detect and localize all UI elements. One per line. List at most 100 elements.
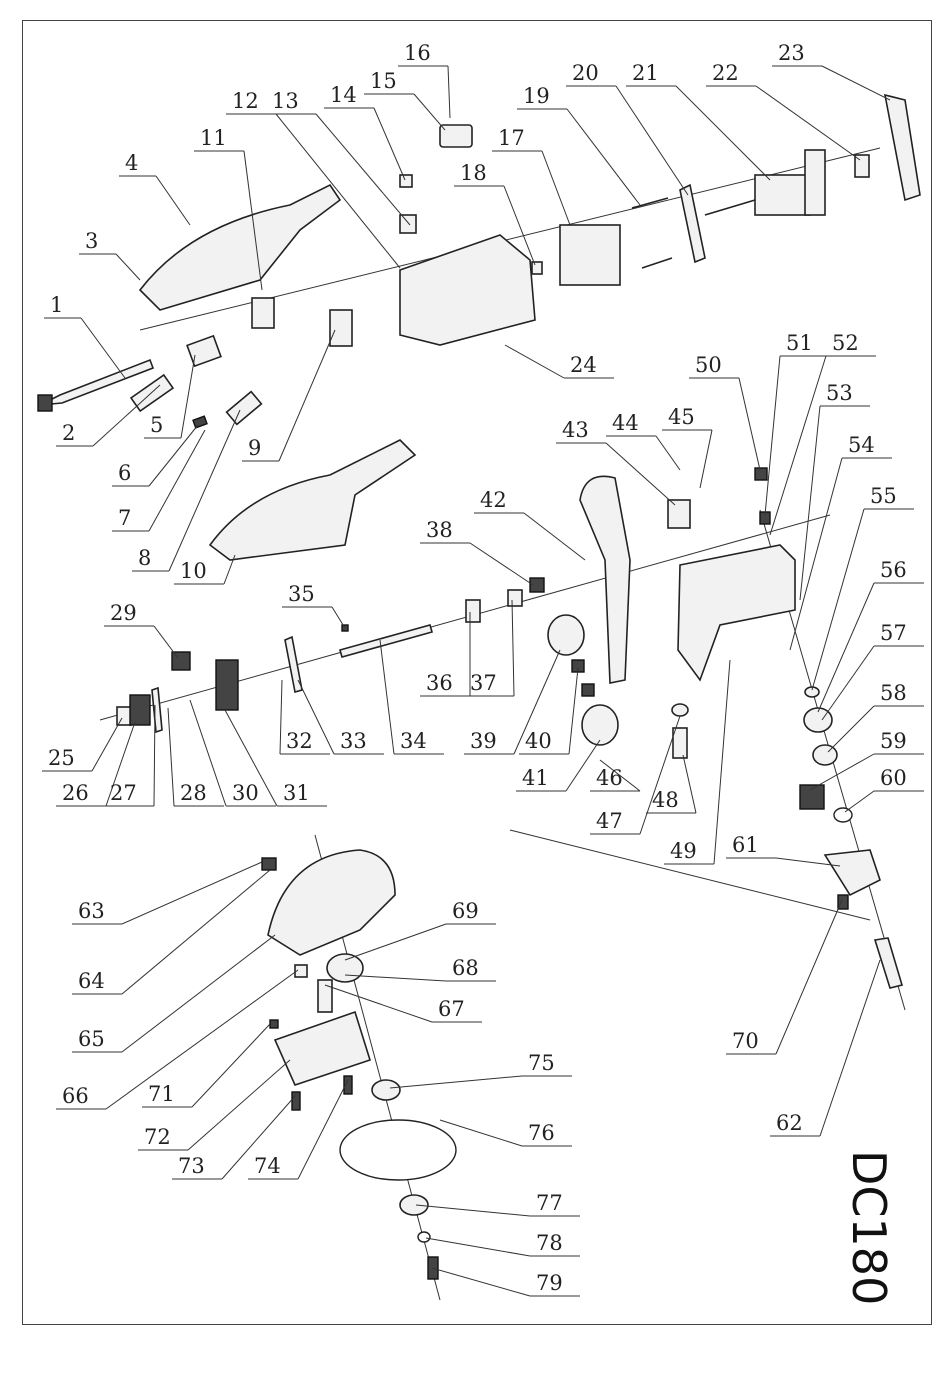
part-number-label: 7 <box>118 506 131 530</box>
leader-line <box>122 935 275 1052</box>
part-number-label: 46 <box>596 766 623 790</box>
part-number-label: 48 <box>652 788 679 812</box>
insulator-18 <box>532 262 542 274</box>
leader-line <box>279 330 335 461</box>
part-number-label: 12 <box>232 89 259 113</box>
leader-line <box>756 86 860 160</box>
lever-67 <box>318 980 332 1012</box>
part-number-label: 21 <box>632 61 659 85</box>
part-number-label: 77 <box>536 1191 563 1215</box>
leader-line <box>567 109 640 205</box>
leader-line <box>380 640 394 754</box>
part-number-label: 22 <box>712 61 739 85</box>
flange-77 <box>400 1195 428 1215</box>
flange-69 <box>327 954 363 982</box>
nut-29 <box>172 652 190 670</box>
handle-half-right <box>210 440 415 560</box>
leader-line <box>800 406 820 600</box>
leader-line <box>505 345 564 378</box>
part-number-label: 18 <box>460 161 487 185</box>
switch <box>227 392 262 425</box>
part-number-label: 32 <box>286 729 313 753</box>
part-number-label: 70 <box>732 1029 759 1053</box>
part-number-label: 1 <box>50 293 63 317</box>
washer-47 <box>672 704 688 716</box>
bearing-58 <box>813 745 837 765</box>
leader-line <box>92 718 122 771</box>
part-number-label: 69 <box>452 899 479 923</box>
leader-line <box>676 86 770 180</box>
leader-line <box>81 318 125 378</box>
leader-line <box>524 513 585 560</box>
screw-small-7 <box>193 416 207 428</box>
washer-78 <box>418 1232 430 1242</box>
part-number-label: 61 <box>732 833 759 857</box>
leader-line <box>149 430 205 531</box>
leader-line <box>683 755 696 813</box>
part-number-label: 30 <box>232 781 259 805</box>
leader-line <box>156 176 190 225</box>
leader-line <box>298 1080 348 1179</box>
part-number-label: 76 <box>528 1121 555 1145</box>
leader-line <box>812 509 864 690</box>
part-number-label: 4 <box>125 151 138 175</box>
part-number-label: 38 <box>426 518 453 542</box>
part-number-label: 49 <box>670 839 697 863</box>
end-cover <box>885 95 920 200</box>
screw-63 <box>262 858 276 870</box>
flange-75 <box>372 1080 400 1100</box>
leader-line <box>470 543 533 585</box>
baffle <box>680 185 705 262</box>
part-number-label: 36 <box>426 671 453 695</box>
leader-line <box>845 791 874 812</box>
leader-line <box>828 706 874 752</box>
base-plate <box>275 1012 370 1085</box>
leader-line <box>616 86 688 195</box>
part-number-label: 64 <box>78 969 105 993</box>
nameplate <box>440 125 472 147</box>
nut-71 <box>270 1020 278 1028</box>
leader-line <box>739 378 760 470</box>
circlip-60 <box>834 808 852 822</box>
leader-line <box>181 355 195 438</box>
part-number-label: 73 <box>178 1154 205 1178</box>
leader-line <box>280 680 282 754</box>
part-number-label: 57 <box>880 621 907 645</box>
model-label: DC180 <box>842 1150 896 1305</box>
part-number-label: 15 <box>370 69 397 93</box>
screws-19 <box>632 198 672 268</box>
part-number-label: 75 <box>528 1051 555 1075</box>
bolt-73 <box>292 1092 300 1110</box>
part-number-label: 40 <box>525 729 552 753</box>
part-number-label: 6 <box>118 461 131 485</box>
part-number-label: 24 <box>570 353 597 377</box>
part-number-label: 41 <box>522 766 549 790</box>
part-number-label: 62 <box>776 1111 803 1135</box>
part-number-label: 63 <box>78 899 105 923</box>
leader-line <box>345 975 446 981</box>
part-number-label: 78 <box>536 1231 563 1255</box>
blade-guard <box>268 850 395 955</box>
part-number-label: 54 <box>848 433 875 457</box>
gearbox-housing <box>678 545 795 680</box>
gear-housing-61 <box>825 850 880 895</box>
leader-line <box>656 436 680 470</box>
part-number-label: 66 <box>62 1084 89 1108</box>
motor-housing <box>400 235 535 345</box>
part-number-label: 42 <box>480 488 507 512</box>
leader-line <box>700 430 712 488</box>
part-number-label: 60 <box>880 766 907 790</box>
armature <box>705 175 810 215</box>
part-number-label: 17 <box>498 126 525 150</box>
leader-line <box>566 740 600 791</box>
leader-line <box>192 1024 270 1107</box>
part-number-label: 16 <box>404 41 431 65</box>
part-number-label: 59 <box>880 729 907 753</box>
leader-line <box>822 646 874 720</box>
leader-line <box>714 660 730 864</box>
roller-39 <box>548 615 584 655</box>
part-number-label: 5 <box>150 413 163 437</box>
leader-line <box>432 1268 530 1296</box>
leader-line <box>776 900 842 1054</box>
part-number-label: 35 <box>288 582 315 606</box>
